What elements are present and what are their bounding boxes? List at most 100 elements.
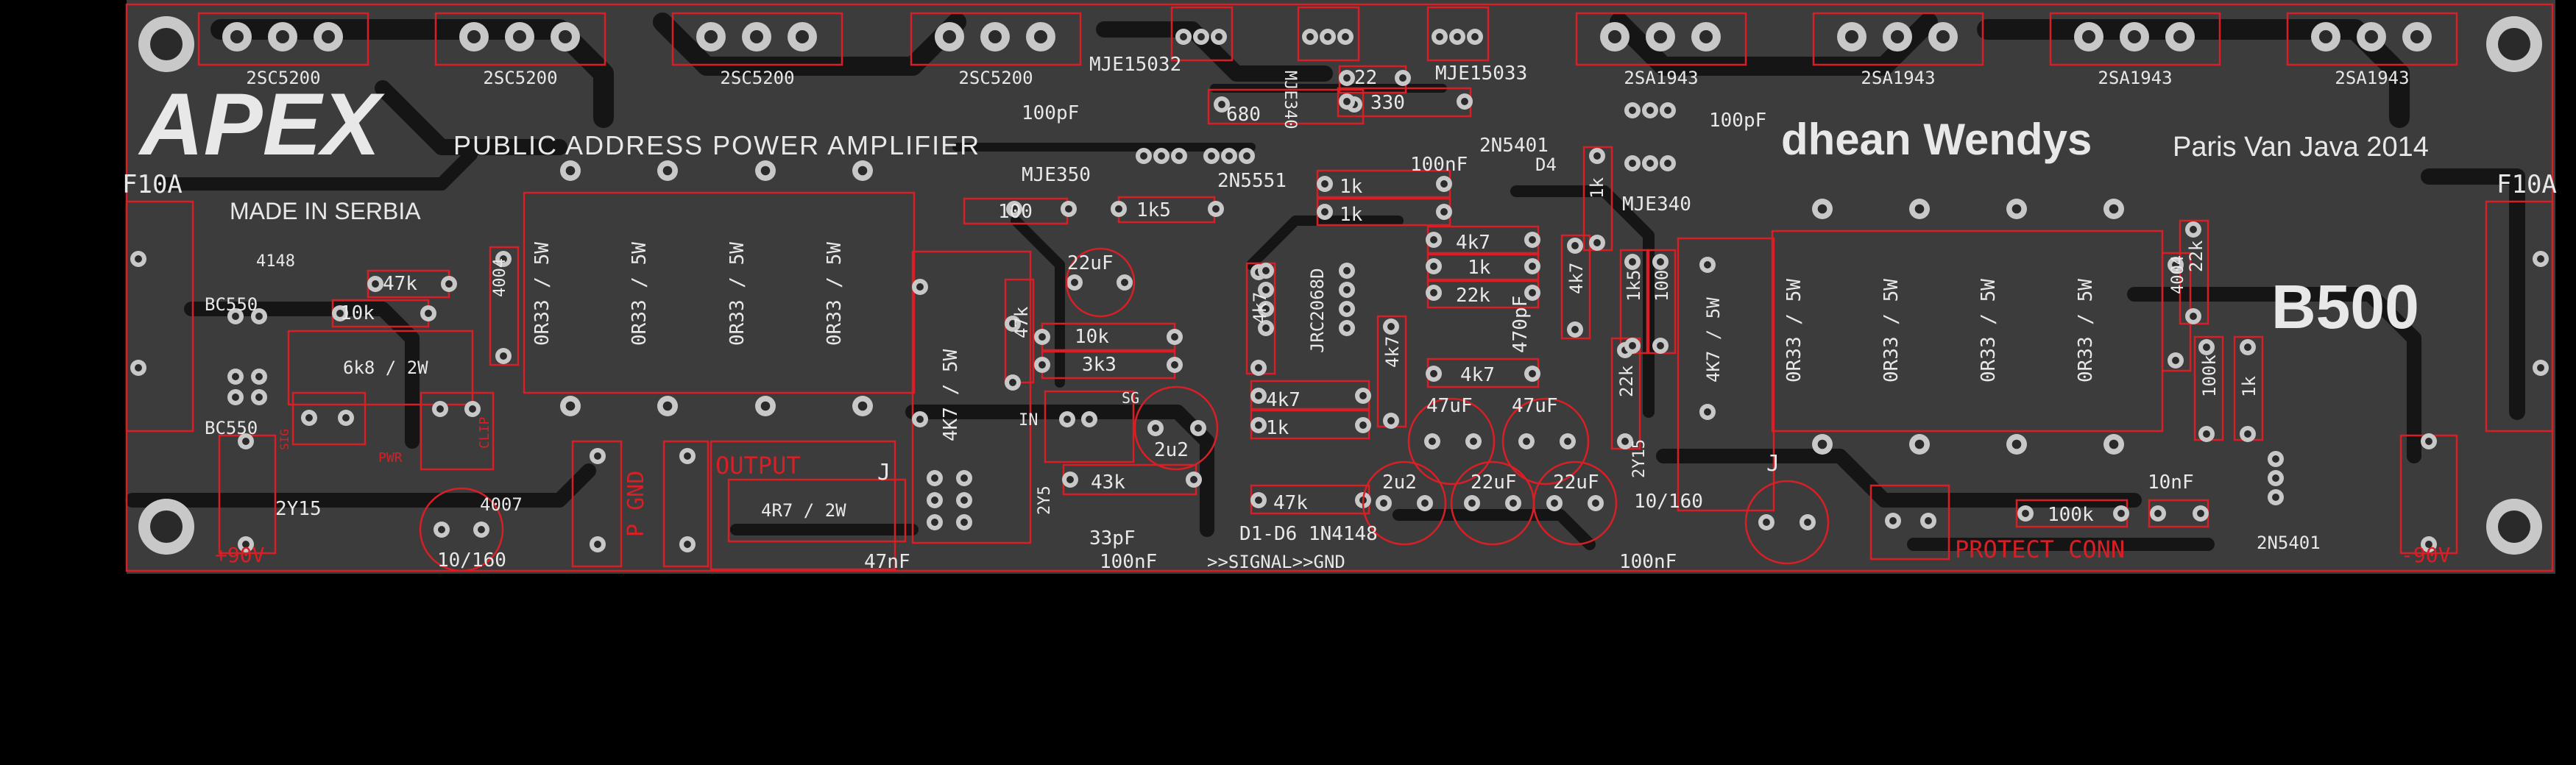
rbank-l-bot-3-drill [857, 401, 868, 411]
pad-91-drill [1343, 324, 1351, 332]
rbank-l-top-1-drill [662, 166, 673, 176]
pad-73-drill [1158, 152, 1165, 160]
label-resistors-small-5: 3k3 [1082, 354, 1117, 376]
label-diodes-1: 4004 [491, 258, 509, 297]
pad-104-drill [1121, 279, 1128, 286]
pad-35-drill [1571, 326, 1579, 333]
label-transistors-top_right-2: 2SA1943 [2098, 68, 2172, 88]
led-sig-outline [291, 391, 367, 446]
pad-24-drill [1430, 263, 1437, 270]
to247-pad-7-1-drill [2365, 30, 2378, 43]
label-labels-protect_conn: PROTECT CONN [1955, 536, 2125, 563]
label-capacitors-12: 2u2 [1382, 472, 1417, 494]
driver-pad-0-1-drill [1197, 33, 1205, 40]
pad-62-drill [2022, 510, 2029, 517]
pad-21-drill [1440, 208, 1448, 216]
driver-label-mje340: MJE340 [1281, 71, 1299, 129]
pgnd-connector-outline [571, 440, 623, 568]
pad-123-drill [931, 474, 938, 482]
pad-50-drill [500, 255, 507, 263]
label-resistors-small-4: 10k [1075, 326, 1109, 348]
to247-pad-4-2-drill [1699, 30, 1713, 43]
label-transistors-top_right-3: 2SA1943 [2335, 68, 2409, 88]
mounting-hole-drill-0 [150, 28, 183, 60]
label-transistors-top_left-0: 2SC5200 [246, 68, 320, 88]
label-capacitors-16: 10/160 [1634, 491, 1703, 513]
label-resistors-small-31: 1k [2239, 376, 2260, 397]
rbank-r-top-1-drill [1914, 204, 1925, 214]
label-capacitors-9: 470pF [1510, 296, 1532, 353]
pad-74-drill [1175, 152, 1183, 160]
pad-81-drill [1629, 107, 1636, 114]
to247-outline-2 [671, 12, 843, 66]
label-resistors-emitter_right-0: 0R33 / 5W [1783, 279, 1805, 382]
pad-4-drill [1009, 320, 1016, 327]
rbank-r-bot-0-drill [1817, 439, 1827, 449]
label-transistors-small-2: MJE350 [1022, 164, 1091, 186]
driver-label-mje15033: MJE15033 [1435, 63, 1527, 85]
label-resistors-emitter_right-3: 0R33 / 5W [2075, 279, 2097, 382]
pad-18-drill [1321, 180, 1328, 188]
pad-63-drill [2117, 510, 2125, 517]
pad-102-drill [1086, 416, 1093, 423]
pad-37-drill [1593, 239, 1601, 246]
pad-118-drill [478, 526, 485, 533]
label-labels-in: IN [1019, 411, 1038, 430]
pad-127-drill [960, 497, 968, 504]
label-transistors-small-5: MJE340 [1622, 193, 1691, 216]
pad-122-drill [1925, 517, 1932, 524]
pad-117-drill [438, 526, 445, 533]
pad-3-drill [1212, 205, 1220, 213]
to247-pad-7-0-drill [2319, 30, 2332, 43]
pad-97-drill [232, 373, 239, 380]
pad-39-drill [1621, 438, 1629, 445]
pad-93-drill [2272, 474, 2279, 482]
power-resistor-left-label: 4K7 / 5W [940, 349, 962, 441]
pad-5-drill [1009, 379, 1016, 386]
label-resistors-small-22: 4k7 [1566, 263, 1587, 294]
to247-outline-0 [197, 12, 369, 66]
to247-outline-7 [2286, 12, 2458, 66]
cap-2u2-right-outline [1362, 460, 1447, 546]
label-resistors-small-30: 100k [2199, 355, 2220, 397]
label-resistors-small-13: 1k [1587, 177, 1607, 199]
pad-29-drill [1529, 370, 1536, 377]
power-resistor-right-outline [1677, 237, 1775, 512]
label-transistors-top_right-0: 2SA1943 [1624, 68, 1698, 88]
cap-10-160-left-outline [419, 487, 504, 572]
mounting-hole-drill-2 [2498, 28, 2530, 60]
resistor-680-outline [1207, 88, 1365, 125]
pad-92-drill [2272, 455, 2279, 463]
label-capacitors-3: 22uF [1067, 252, 1114, 274]
pad-96-drill [255, 313, 263, 320]
label-diodes-3: 2Y15 [275, 498, 322, 520]
pad-55-drill [425, 310, 432, 317]
driver-q3-outline [1426, 6, 1490, 62]
pad-40-drill [1629, 258, 1636, 266]
label-transistors-small-1: BC550 [205, 418, 258, 438]
pad-119-drill [1763, 519, 1770, 526]
pad-68-drill [1343, 74, 1351, 82]
protect-connector-outline [1869, 484, 1950, 561]
pad-45-drill [2190, 313, 2197, 320]
driver-pad-2-2-drill [1471, 33, 1479, 40]
power-resistor-left-outline [911, 250, 1032, 544]
resistor-6k8-outline [287, 330, 474, 406]
label-transistors-top_left-2: 2SC5200 [720, 68, 794, 88]
to247-pad-2-0-drill [704, 30, 718, 43]
pad-79-drill [1646, 160, 1654, 167]
label-diodes-7: 4004 [2169, 255, 2187, 294]
label-capacitors-10: 47uF [1426, 395, 1473, 417]
pad-85-drill [1262, 286, 1270, 293]
pad-120-drill [1804, 519, 1811, 526]
driver-pad-1-2-drill [1342, 33, 1349, 40]
to247-pad-6-1-drill [2128, 30, 2141, 43]
rbank-l-bot-0-drill [565, 401, 576, 411]
pad-101-drill [1064, 416, 1071, 423]
pad-49-drill [2244, 430, 2251, 438]
pad-54-drill [336, 310, 344, 317]
driver-pad-0-0-drill [1180, 33, 1187, 40]
pad-28-drill [1430, 370, 1437, 377]
label-capacitors-13: 22uF [1471, 472, 1517, 494]
